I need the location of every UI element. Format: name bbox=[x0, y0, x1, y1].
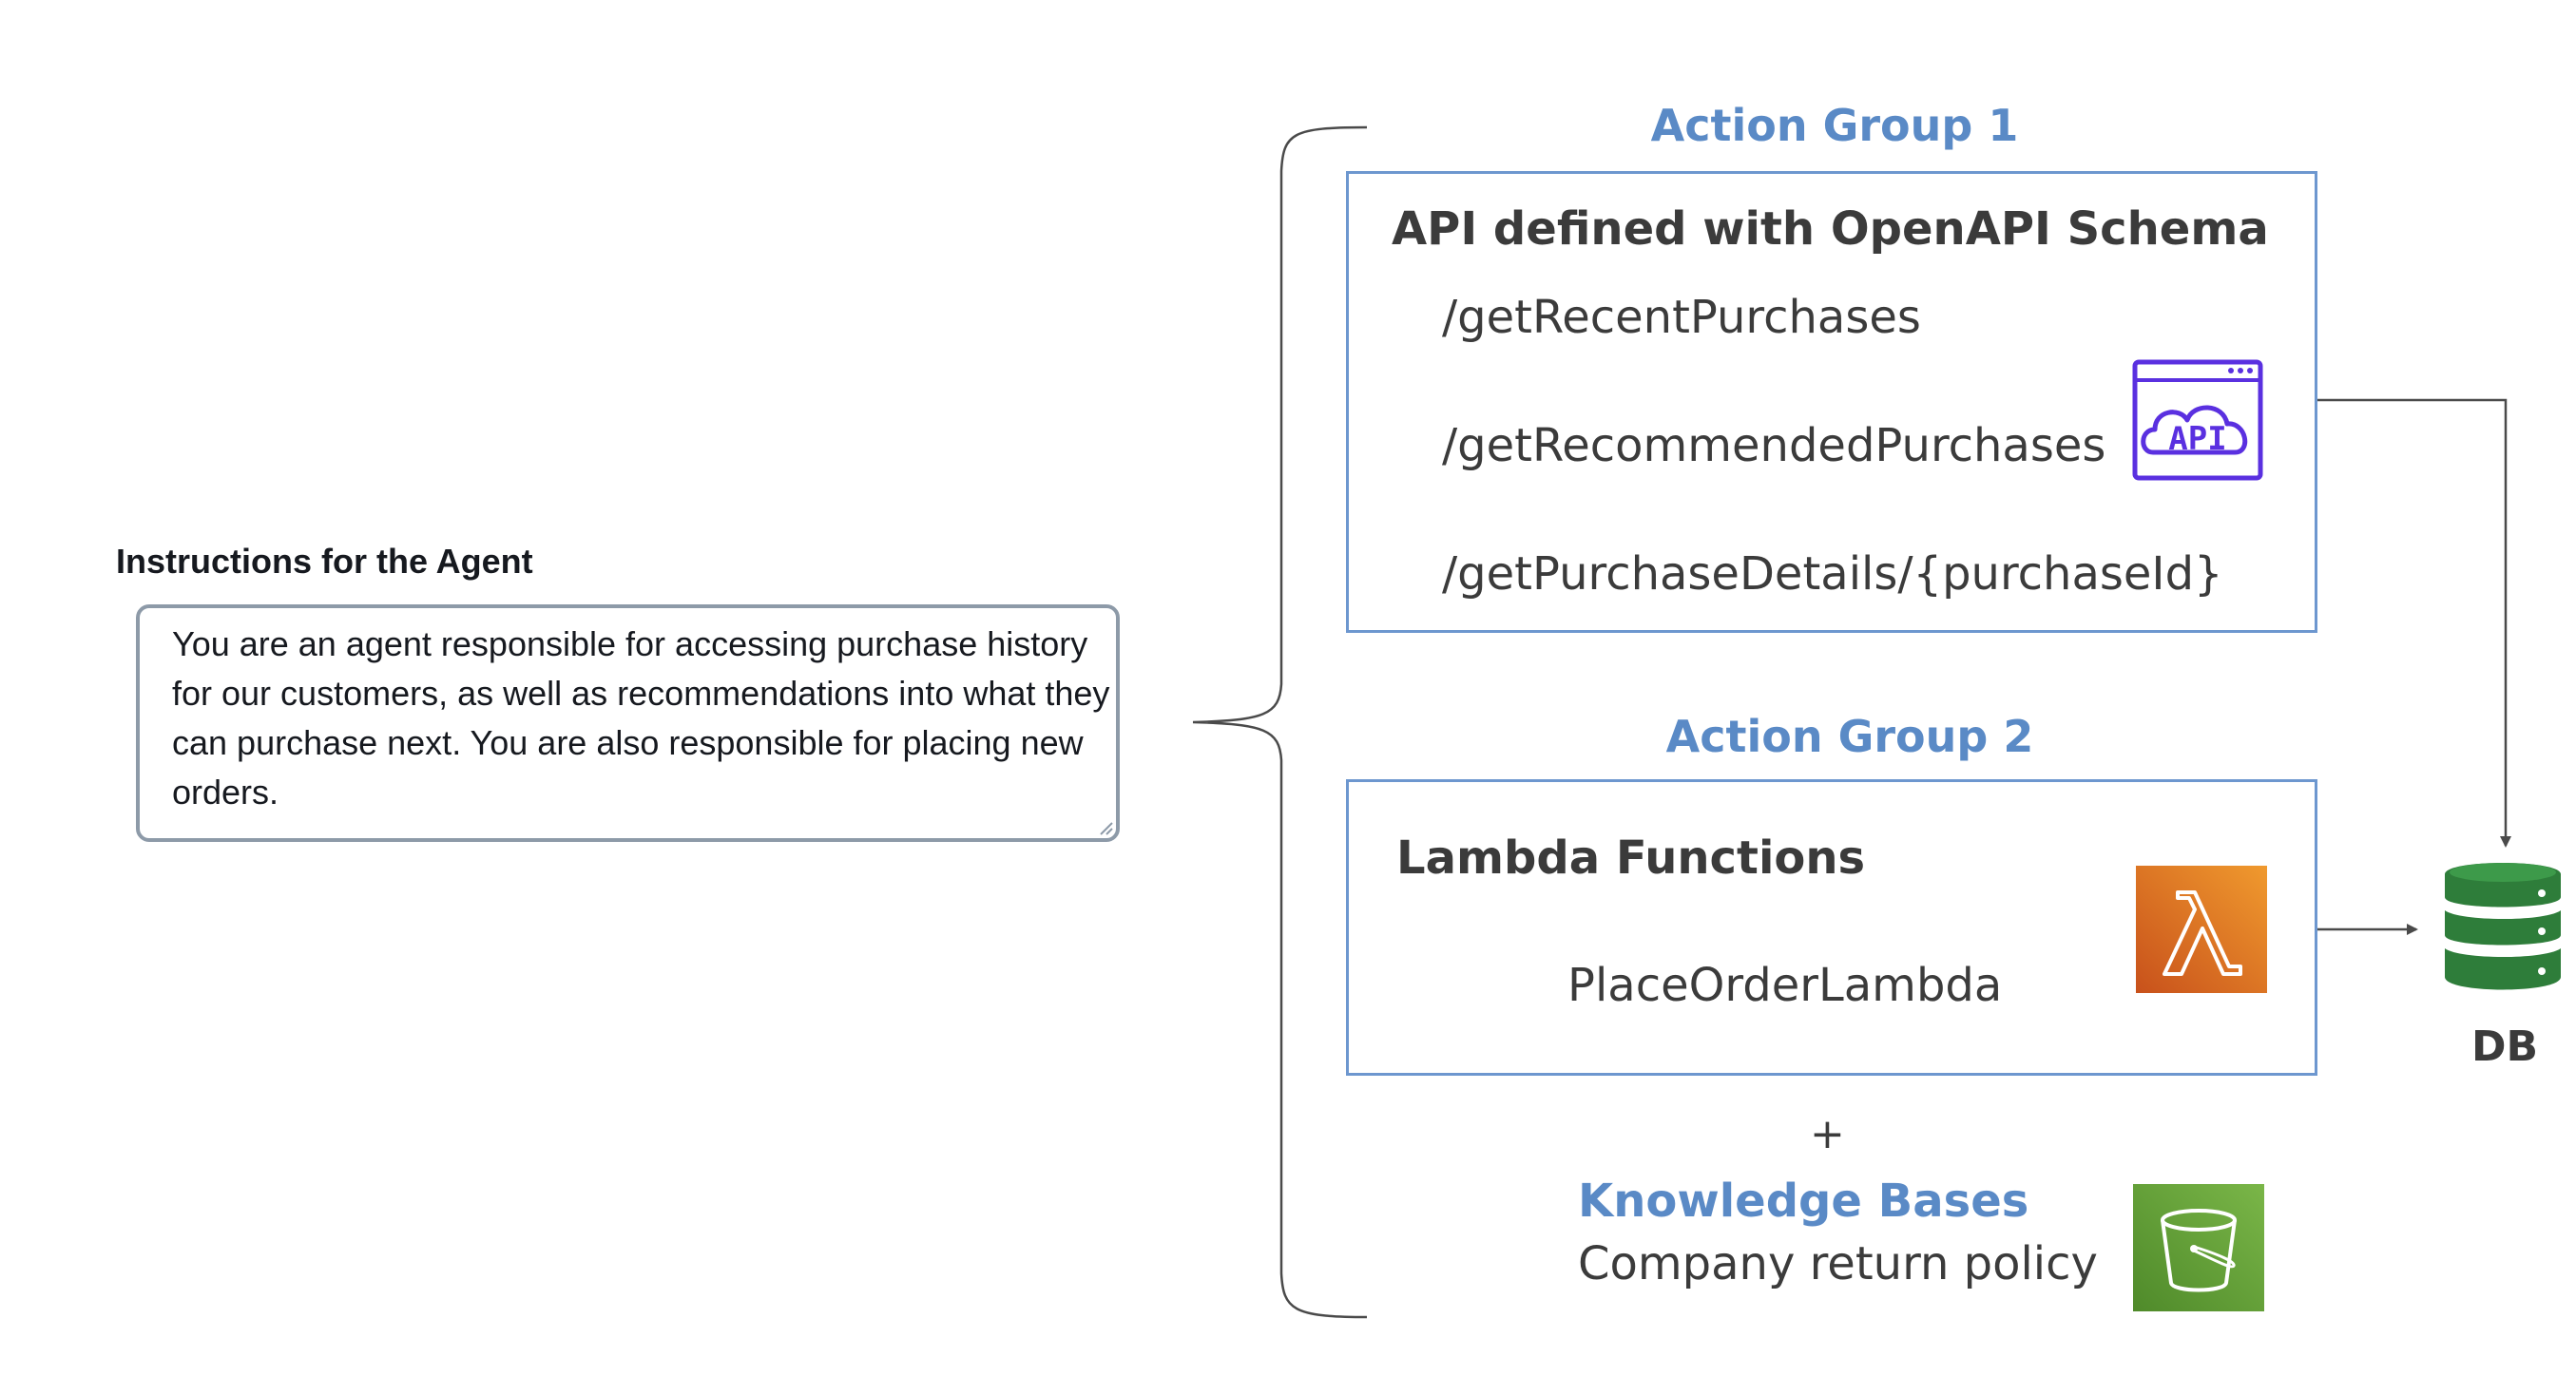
api-icon-text: API bbox=[2168, 420, 2226, 458]
database-icon bbox=[2445, 863, 2561, 990]
resize-grip-icon[interactable] bbox=[1097, 819, 1114, 836]
plus-sign: + bbox=[1810, 1110, 1845, 1158]
db-label: DB bbox=[2471, 1022, 2539, 1071]
instructions-textarea[interactable]: You are an agent responsible for accessi… bbox=[136, 604, 1120, 842]
instructions-label: Instructions for the Agent bbox=[116, 542, 533, 581]
knowledge-bases-title: Knowledge Bases bbox=[1578, 1175, 2029, 1228]
lambda-icon bbox=[2136, 866, 2267, 993]
action-group-1-title: Action Group 1 bbox=[1650, 100, 2019, 151]
s3-bucket-icon bbox=[2133, 1184, 2264, 1311]
endpoint-get-purchase-details: /getPurchaseDetails/{purchaseId} bbox=[1442, 547, 2223, 601]
instructions-text: You are an agent responsible for accessi… bbox=[172, 624, 1110, 812]
action-group-1-box: API defined with OpenAPI Schema /getRece… bbox=[1346, 171, 2317, 633]
api-icon: API bbox=[2132, 359, 2263, 481]
api-to-db-line bbox=[2317, 398, 2511, 848]
endpoint-get-recent-purchases: /getRecentPurchases bbox=[1442, 291, 1921, 344]
place-order-lambda-label: PlaceOrderLambda bbox=[1567, 959, 2003, 1012]
endpoint-get-recommended-purchases: /getRecommendedPurchases bbox=[1442, 419, 2106, 472]
knowledge-bases-subtitle: Company return policy bbox=[1578, 1237, 2098, 1290]
action-group-2-box: Lambda Functions PlaceOrderLambda bbox=[1346, 779, 2317, 1076]
api-schema-heading: API defined with OpenAPI Schema bbox=[1392, 202, 2269, 256]
curly-brace bbox=[1192, 125, 1368, 1319]
action-group-2-title: Action Group 2 bbox=[1665, 711, 2034, 762]
lambda-functions-heading: Lambda Functions bbox=[1396, 831, 1866, 885]
